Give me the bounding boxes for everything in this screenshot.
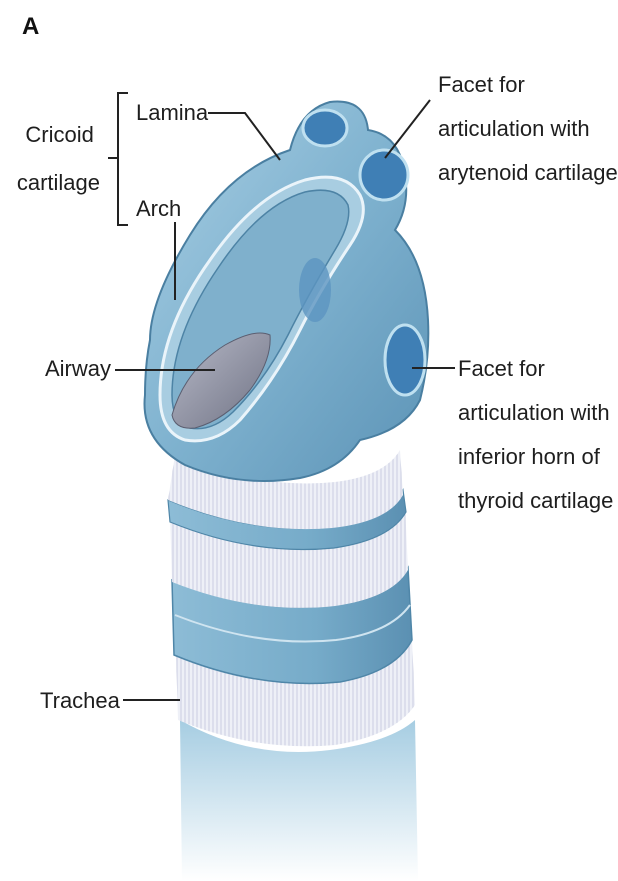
arytenoid-facet-right bbox=[360, 150, 408, 200]
label-facet-arytenoid-line-1: Facet for bbox=[438, 72, 525, 97]
label-cricoid-cartilage: Cricoid cartilage bbox=[17, 122, 100, 195]
label-cricoid-line-1: Cricoid bbox=[25, 122, 93, 147]
cricoid-bracket bbox=[108, 93, 128, 225]
label-arch: Arch bbox=[136, 196, 181, 221]
label-facet-arytenoid-line-2: articulation with bbox=[438, 116, 590, 141]
posterior-facet-shadow bbox=[299, 258, 331, 322]
label-facet-thyroid: Facet for articulation with inferior hor… bbox=[458, 356, 616, 513]
panel-letter: A bbox=[22, 13, 39, 40]
label-airway: Airway bbox=[45, 356, 111, 381]
leader-facet-arytenoid bbox=[385, 100, 430, 158]
label-facet-thyroid-line-1: Facet for bbox=[458, 356, 545, 381]
label-trachea: Trachea bbox=[40, 688, 121, 713]
label-facet-thyroid-line-4: thyroid cartilage bbox=[458, 488, 613, 513]
label-cricoid-line-2: cartilage bbox=[17, 170, 100, 195]
thyroid-facet bbox=[385, 325, 425, 395]
label-facet-arytenoid-line-3: arytenoid cartilage bbox=[438, 160, 618, 185]
label-facet-thyroid-line-2: articulation with bbox=[458, 400, 610, 425]
label-facet-thyroid-line-3: inferior horn of bbox=[458, 444, 601, 469]
leader-lamina bbox=[208, 113, 280, 160]
label-lamina: Lamina bbox=[136, 100, 209, 125]
label-facet-arytenoid: Facet for articulation with arytenoid ca… bbox=[438, 72, 618, 185]
arytenoid-facet-left bbox=[303, 110, 347, 146]
